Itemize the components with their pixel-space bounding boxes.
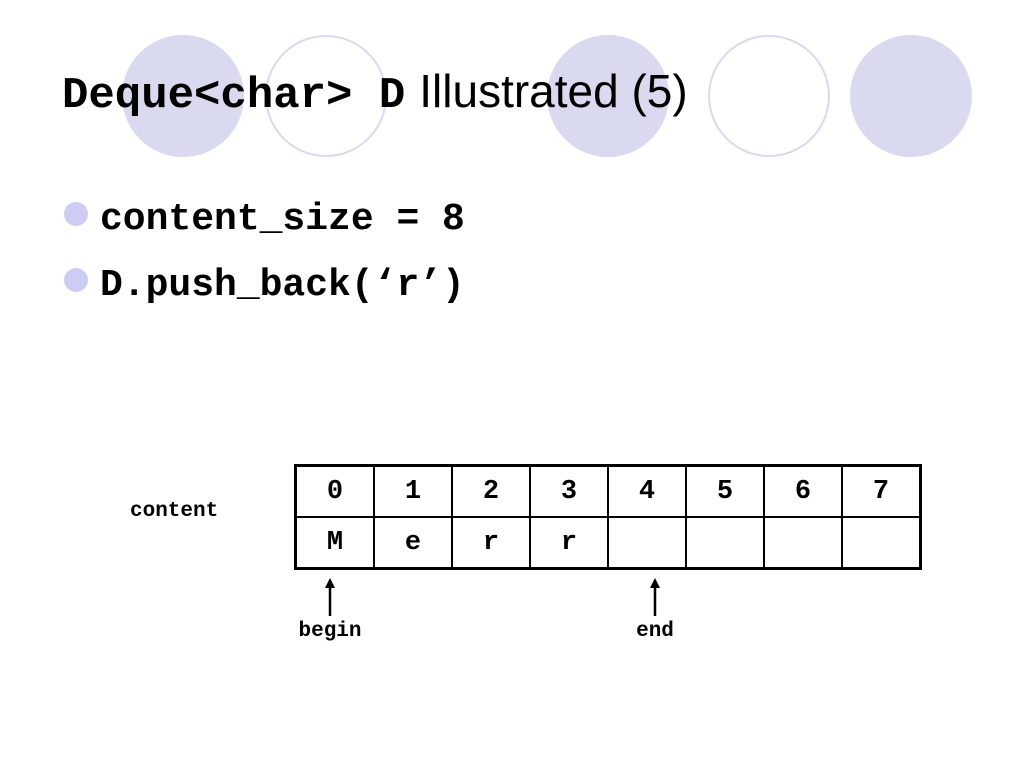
decor-circle-5 [850,35,972,157]
up-arrow-icon [650,578,660,616]
bullet-dot-icon [64,202,88,226]
slide-title: Deque<char> D Illustrated (5) [62,64,688,128]
array-label: content [130,500,219,523]
bullet-item: content_size = 8 [64,186,465,252]
title-text: Illustrated (5) [419,65,688,117]
decor-circle-1 [122,35,244,157]
bullet-text: content_size = 8 [100,197,465,241]
index-cell: 7 [841,464,922,518]
title-code: Deque<char> D [62,71,406,121]
up-arrow-icon [325,578,335,616]
index-cell: 5 [685,464,765,518]
value-cell: r [529,516,609,570]
decor-circle-4 [708,35,830,157]
index-cell: 4 [607,464,687,518]
bullet-dot-icon [64,268,88,292]
end-label: end [636,620,674,643]
end-pointer: end [610,578,700,643]
value-cell: M [294,516,375,570]
index-cell: 0 [294,464,375,518]
value-cell [763,516,843,570]
index-cell: 3 [529,464,609,518]
decor-circle-3 [547,35,669,157]
begin-label: begin [298,620,362,643]
bullet-text: D.push_back(‘r’) [100,263,465,307]
value-row: M e r r [294,516,922,570]
value-cell [685,516,765,570]
begin-pointer: begin [285,578,375,643]
content-array: 0 1 2 3 4 5 6 7 M e r r [294,464,922,570]
index-row: 0 1 2 3 4 5 6 7 [294,464,922,518]
decor-circle-2 [265,35,387,157]
index-cell: 6 [763,464,843,518]
index-cell: 2 [451,464,531,518]
value-cell [841,516,922,570]
value-cell: e [373,516,453,570]
value-cell [607,516,687,570]
index-cell: 1 [373,464,453,518]
bullet-list: content_size = 8 D.push_back(‘r’) [64,186,465,318]
bullet-item: D.push_back(‘r’) [64,252,465,318]
value-cell: r [451,516,531,570]
